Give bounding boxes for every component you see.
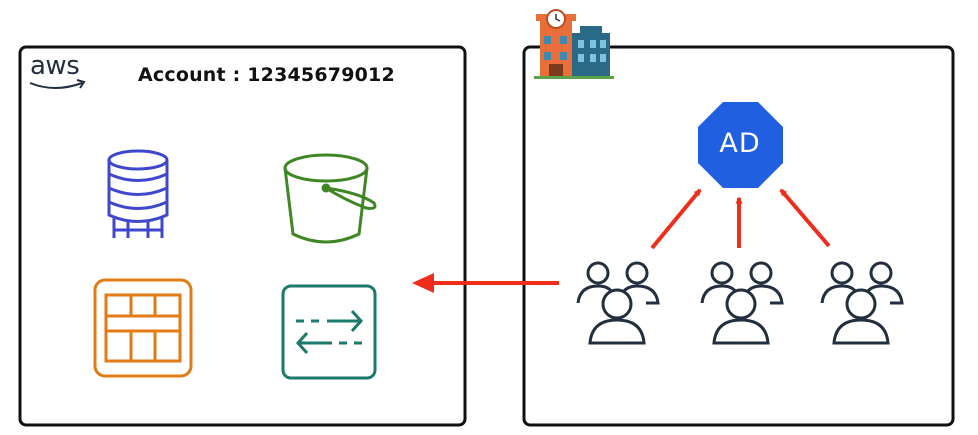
user-group-icon xyxy=(820,261,904,345)
storage-bucket-icon xyxy=(283,153,377,244)
user-group-icon xyxy=(576,261,660,345)
table-icon xyxy=(93,278,193,378)
user-group-icon xyxy=(700,261,784,345)
database-icon xyxy=(107,149,169,238)
data-transfer-icon xyxy=(281,284,377,380)
office-building-icon xyxy=(534,9,614,79)
account-label: Account : 12345679012 xyxy=(138,64,395,86)
arrow-users-to-aws-head-icon xyxy=(412,273,434,293)
active-directory-label: AD xyxy=(719,128,761,159)
aws-account-frame xyxy=(18,45,467,427)
arrow-users-right-to-ad xyxy=(779,188,831,248)
aws-smile-icon xyxy=(29,82,83,89)
on-premises-frame xyxy=(522,45,955,427)
aws-smile-arrow-icon xyxy=(76,79,86,89)
arrow-users-left-to-ad xyxy=(650,188,702,250)
aws-logo: aws xyxy=(30,51,80,81)
active-directory-octagon-icon xyxy=(698,102,783,188)
